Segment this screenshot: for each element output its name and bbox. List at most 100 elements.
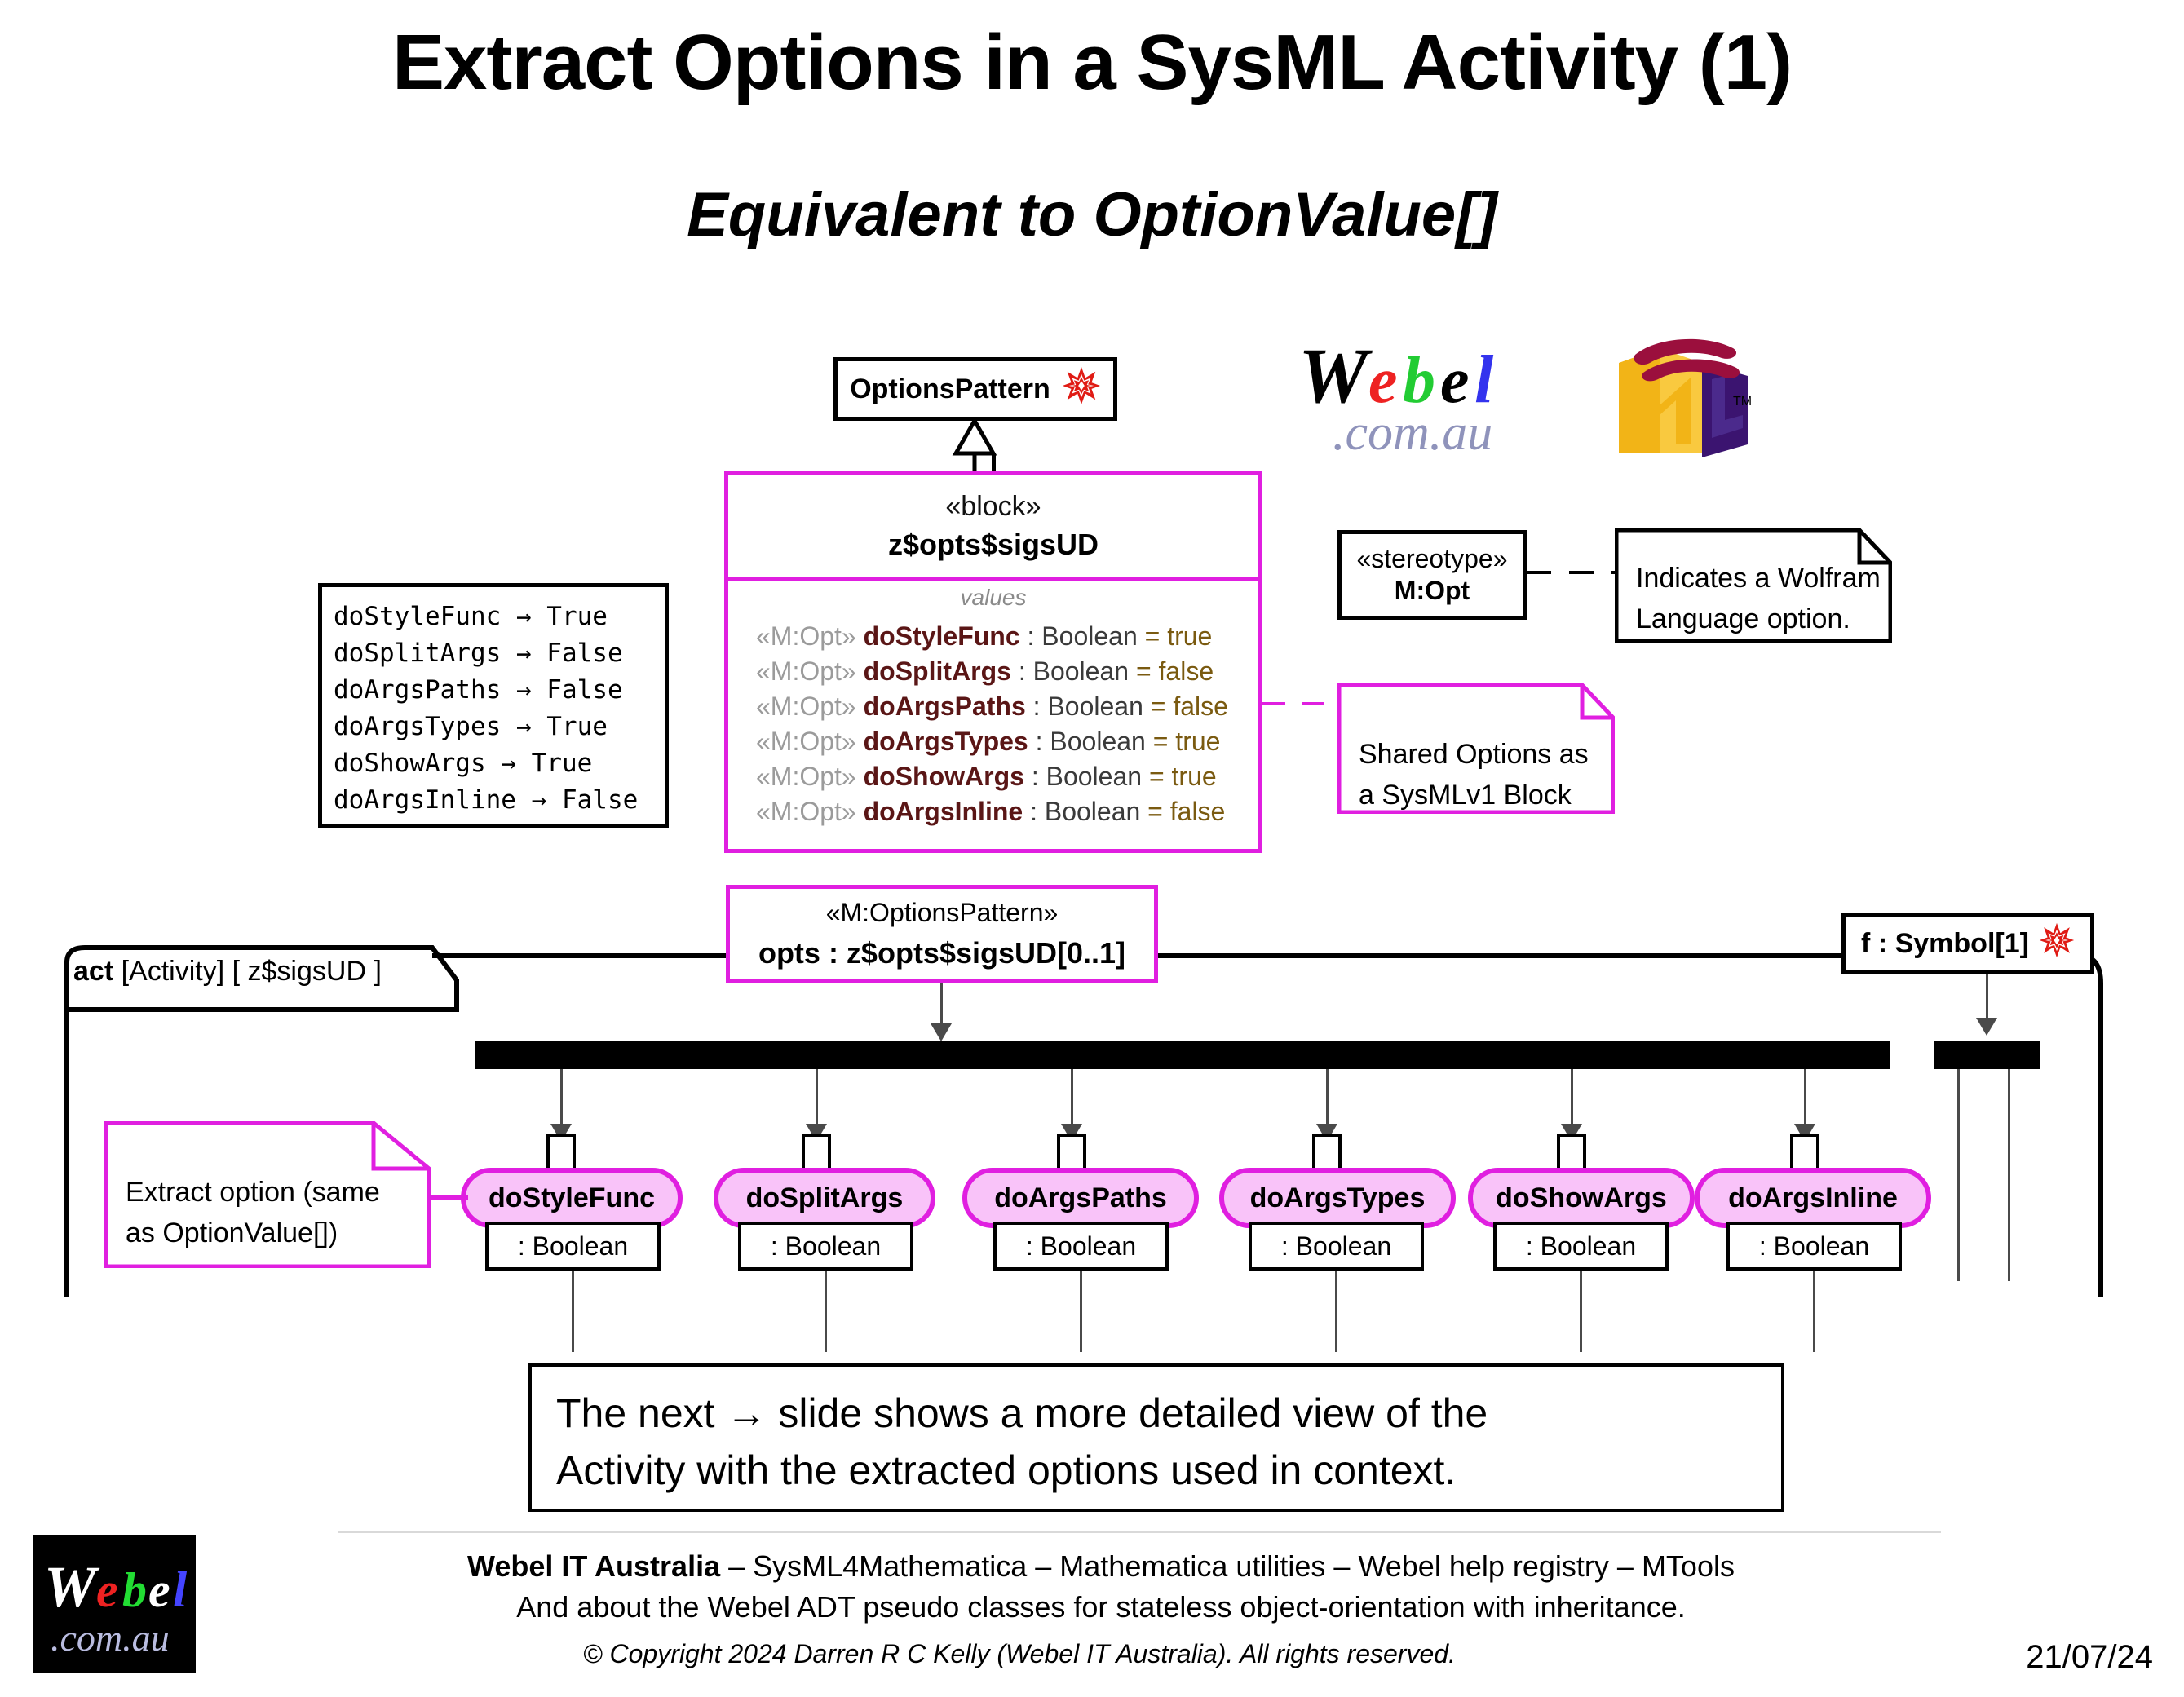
fork-to-pin-line (1571, 1069, 1573, 1133)
note-line: Extract option (same (126, 1177, 380, 1208)
value-row[interactable]: «M:Opt» doArgsTypes : Boolean = true (741, 724, 1253, 759)
value-row[interactable]: «M:Opt» doSplitArgs : Boolean = false (741, 654, 1253, 689)
generalization-arrow-icon (951, 416, 998, 475)
value-name: doArgsTypes (863, 727, 1028, 756)
action-doargstypes[interactable]: doArgsTypes (1219, 1168, 1456, 1228)
footer-line-1: Webel IT Australia – SysML4Mathematica –… (245, 1546, 1957, 1587)
value-row[interactable]: «M:Opt» doStyleFunc : Boolean = true (741, 619, 1253, 654)
value-name: doArgsInline (863, 797, 1023, 826)
mathematica-spikey-icon (1062, 366, 1101, 413)
action-outflow-line (1335, 1271, 1337, 1352)
bottom-note-line: Activity with the extracted options used… (556, 1447, 1457, 1493)
symbol-to-fork-line (1986, 974, 1988, 1024)
action-outflow-line (1080, 1271, 1082, 1352)
opts-signature: opts : z$opts$sigsUD[0..1] (758, 935, 1126, 970)
note-line: a SysMLv1 Block (1359, 780, 1572, 811)
value-stereotype: «M:Opt» (756, 621, 856, 651)
assoc-row: doArgsTypes → True (334, 712, 608, 741)
fork-to-pin-line (1326, 1069, 1329, 1133)
block-z-opts-sigsud[interactable]: «block» z$opts$sigsUD values «M:Opt» doS… (724, 471, 1262, 853)
webel-logo-footer: W e b e l .com.au (33, 1535, 196, 1673)
footer-company: Webel IT Australia (467, 1549, 721, 1583)
value-name: doShowArgs (863, 762, 1024, 791)
fork-to-pin-line (1071, 1069, 1073, 1133)
activity-keyword: act (73, 956, 114, 987)
value-default: = false (1135, 656, 1214, 686)
action-outflow-line (1580, 1271, 1582, 1352)
opts-to-fork-line (940, 983, 943, 1032)
svg-text:l: l (173, 1562, 188, 1618)
value-default: = false (1150, 692, 1228, 721)
output-pin-dosplitargs[interactable]: : Boolean (738, 1222, 913, 1271)
output-pin-dostylefunc[interactable]: : Boolean (485, 1222, 661, 1271)
symbol-object-node[interactable]: f : Symbol[1] (1841, 913, 2094, 974)
bottom-note-box: The next → slide shows a more detailed v… (528, 1363, 1784, 1512)
fork-to-pin-line (560, 1069, 563, 1133)
fork-node-symbol[interactable] (1934, 1041, 2040, 1069)
options-pattern-class[interactable]: OptionsPattern (833, 357, 1117, 421)
shared-options-note-link (1262, 702, 1341, 705)
note-extract-option: Extract option (same as OptionValue[]) (104, 1121, 431, 1268)
value-row[interactable]: «M:Opt» doArgsInline : Boolean = false (741, 794, 1253, 829)
value-type: : Boolean (1035, 727, 1146, 756)
block-compartment-divider (728, 577, 1258, 581)
output-pin-doargspaths[interactable]: : Boolean (993, 1222, 1169, 1271)
note-line: Shared Options as (1359, 739, 1589, 770)
output-pin-doargstypes[interactable]: : Boolean (1249, 1222, 1424, 1271)
action-doshowargs[interactable]: doShowArgs (1468, 1168, 1695, 1228)
footer-links: – SysML4Mathematica – Mathematica utilit… (728, 1549, 1735, 1583)
action-label: doArgsTypes (1249, 1182, 1426, 1213)
symbol-to-fork-arrowhead (1976, 1018, 1997, 1036)
value-name: doSplitArgs (863, 656, 1011, 686)
block-stereotype: «block» (945, 490, 1041, 522)
action-label: doStyleFunc (488, 1182, 656, 1213)
note-line: Indicates a Wolfram (1636, 563, 1881, 594)
value-type: : Boolean (1031, 762, 1143, 791)
value-type: : Boolean (1030, 797, 1141, 826)
svg-text:TM: TM (1733, 395, 1752, 409)
note-line: as OptionValue[]) (126, 1218, 338, 1248)
value-row[interactable]: «M:Opt» doShowArgs : Boolean = true (741, 759, 1253, 794)
symbol-fork-outflow-line (2008, 1069, 2010, 1281)
assoc-row: doSplitArgs → False (334, 639, 623, 668)
value-name: doArgsPaths (863, 692, 1026, 721)
activity-name: [ z$sigsUD ] (232, 956, 382, 987)
value-row[interactable]: «M:Opt» doArgsPaths : Boolean = false (741, 689, 1253, 724)
value-name: doStyleFunc (863, 621, 1020, 651)
value-type: : Boolean (1018, 656, 1130, 686)
value-stereotype: «M:Opt» (756, 692, 856, 721)
opts-stereotype: «M:OptionsPattern» (825, 897, 1059, 927)
fork-node-main[interactable] (475, 1041, 1890, 1069)
action-doargsinline[interactable]: doArgsInline (1695, 1168, 1931, 1228)
action-outflow-line (1813, 1271, 1815, 1352)
svg-text:e: e (148, 1563, 170, 1617)
options-pattern-label: OptionsPattern (850, 373, 1050, 404)
action-dostylefunc[interactable]: doStyleFunc (461, 1168, 683, 1228)
output-pin-doshowargs[interactable]: : Boolean (1493, 1222, 1669, 1271)
output-pin-label: : Boolean (1758, 1231, 1870, 1261)
svg-text:b: b (1403, 345, 1435, 417)
note-wolfram-option: Indicates a Wolfram Language option. (1615, 528, 1892, 643)
action-dosplitargs[interactable]: doSplitArgs (714, 1168, 935, 1228)
output-pin-doargsinline[interactable]: : Boolean (1726, 1222, 1902, 1271)
activity-frame-header: act [Activity] [ z$sigsUD ] (73, 956, 382, 988)
generalization-line (992, 453, 996, 475)
value-type: : Boolean (1032, 692, 1143, 721)
block-header: «block» z$opts$sigsUD (728, 475, 1258, 577)
symbol-label: f : Symbol[1] (1861, 927, 2029, 959)
stereotype-keyword: «stereotype» (1356, 544, 1508, 573)
action-doargspaths[interactable]: doArgsPaths (962, 1168, 1199, 1228)
opts-object-node[interactable]: «M:OptionsPattern» opts : z$opts$sigsUD[… (726, 885, 1158, 983)
assoc-row: doStyleFunc → True (334, 602, 608, 631)
action-outflow-line (825, 1271, 827, 1352)
activity-kind: [Activity] (121, 956, 225, 987)
bottom-note-line: The next → slide shows a more detailed v… (556, 1390, 1488, 1436)
output-pin-label: : Boolean (1525, 1231, 1637, 1261)
value-stereotype: «M:Opt» (756, 797, 856, 826)
webel-logo-header: W e b e l .com.au (1297, 330, 1566, 461)
stereotype-m-opt[interactable]: «stereotype» M:Opt (1337, 530, 1527, 620)
output-pin-label: : Boolean (1280, 1231, 1392, 1261)
svg-text:e: e (96, 1563, 118, 1617)
page-subtitle: Equivalent to OptionValue[] (687, 180, 1497, 250)
sysml-logo: TM (1611, 330, 1757, 461)
